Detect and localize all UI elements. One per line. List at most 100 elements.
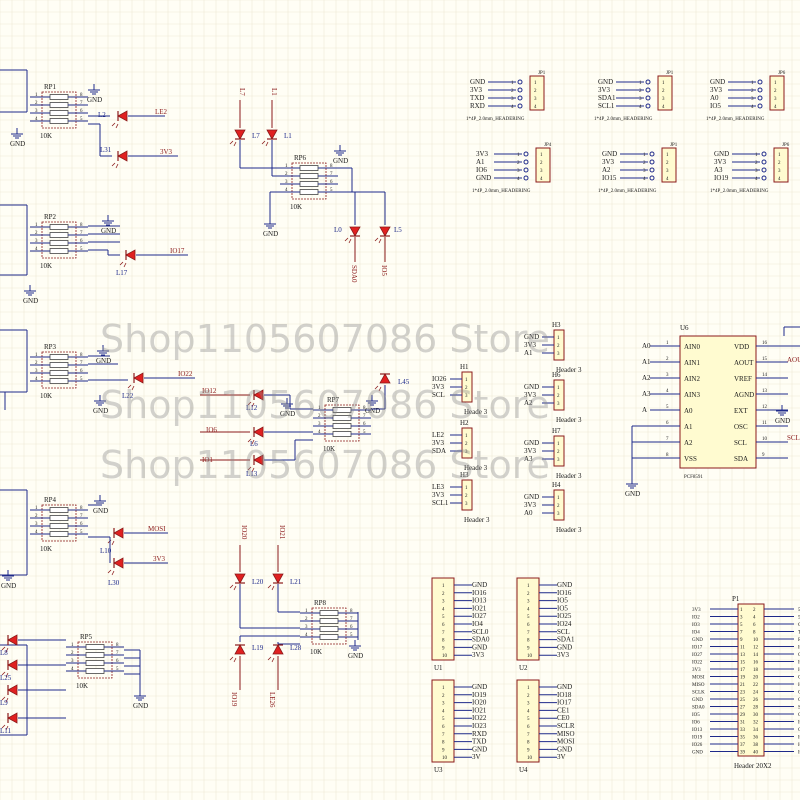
pin-number: 29 (740, 713, 746, 718)
jp-3 (757, 75, 785, 111)
header-pin-net: 3V3 (692, 668, 701, 673)
header-ref: H6 (552, 371, 561, 379)
pin-number: 26 (753, 698, 759, 703)
ground-symbol (349, 640, 361, 651)
header-pin-net: MOSI (557, 738, 575, 746)
led-ray (5, 647, 9, 653)
led-ray (267, 656, 272, 661)
header-pin-net: SC (798, 706, 800, 711)
resnet-outline (324, 404, 360, 442)
pin-number: 16 (753, 661, 759, 666)
header-pin-net: 3V3 (476, 150, 489, 158)
led-left-column (1, 684, 18, 703)
led-ray (115, 123, 119, 129)
pin-number: 1 (35, 93, 38, 98)
header-pin-net: GN (798, 653, 800, 658)
led-triangle (7, 684, 18, 696)
pin-number: 1 (557, 336, 560, 341)
header-pin-net: IO (798, 751, 800, 756)
led-ray (107, 569, 112, 574)
pin-number: 4 (517, 177, 520, 182)
ground-symbol (11, 128, 23, 139)
header-pin-net: GN (798, 623, 800, 628)
header-pin-net: 3V3 (432, 383, 445, 391)
pin-number: 5 (527, 615, 530, 620)
pin-number: 9 (442, 646, 445, 651)
pin-dot (649, 151, 655, 157)
header-pin-net: 3V (472, 753, 481, 761)
header-pin-net: RX (798, 638, 800, 643)
watermark-text: Shop1105607086 Store (100, 317, 550, 361)
header-pin-net: GND (692, 698, 703, 703)
led-ray (247, 466, 252, 471)
header-ref: H4 (552, 481, 561, 489)
pin-number: 5 (330, 188, 333, 193)
pin-dot (645, 95, 651, 101)
pin-number: 24 (753, 691, 759, 696)
pin-number: 3 (557, 352, 560, 357)
pin-number: 6 (527, 623, 530, 628)
pin-number: 3 (662, 97, 665, 102)
pin-number: 8 (442, 741, 445, 746)
pin-number: 1 (540, 153, 543, 158)
pin-number: 40 (753, 751, 759, 756)
header-caption: 1*4P_2.0mm_HEADERING (598, 189, 657, 194)
pin-dot (517, 79, 523, 85)
ground-label: GND (625, 490, 640, 498)
header-pin-net: LE2 (432, 431, 445, 439)
jp-6 (761, 147, 789, 183)
pin-number: 3 (511, 97, 514, 102)
header-pin-net: 3V3 (602, 158, 615, 166)
pin-number: 1 (442, 686, 445, 691)
header-pin-net: A0 (524, 509, 533, 517)
pin-number: 39 (740, 751, 746, 756)
led-ref: L11 (0, 727, 12, 735)
pin-number: 18 (753, 668, 759, 673)
pin-number: 1 (527, 686, 530, 691)
jp-1 (517, 75, 545, 111)
resistor-element (49, 507, 69, 513)
header-pin-net: GND (472, 745, 487, 753)
led-ray (123, 262, 127, 268)
net-label: SDA0 (350, 265, 358, 283)
pin-number: 6 (350, 625, 353, 630)
pin-number: 8 (753, 631, 756, 636)
header-pin-net: SCL (557, 628, 570, 636)
watermark-text: Shop1105607086 Store (100, 383, 550, 427)
header-ref: H7 (552, 427, 561, 435)
header-caption: 1*4P_2.0mm_HEADERING (710, 189, 769, 194)
resnet-ref: RP2 (44, 213, 57, 221)
pin-number: 10 (442, 756, 448, 761)
led-ref: L7 (252, 132, 260, 140)
led-l31 (111, 150, 128, 169)
led-triangle (125, 249, 136, 261)
resnet-ref: RP8 (314, 599, 327, 607)
pin-number: 4 (527, 709, 530, 714)
header-pin-net: IO19 (472, 691, 487, 699)
led-ray (271, 657, 275, 663)
pin-number: 13 (762, 389, 768, 394)
led-ray (348, 238, 352, 244)
ground-label: GND (775, 417, 790, 425)
resistor-element (85, 644, 105, 650)
header-pin-net: 3V3 (524, 341, 537, 349)
resistor-element (85, 652, 105, 658)
pin-number: 3 (527, 702, 530, 707)
header-body (516, 577, 540, 661)
header-pin-net: IO16 (557, 589, 572, 597)
led-triangle (253, 454, 264, 466)
resistor-element (49, 240, 69, 246)
chip-pin-name: VREF (734, 375, 752, 383)
led-l17 (119, 249, 136, 268)
pin-number: 8 (80, 223, 83, 228)
pin-number: 1 (318, 406, 321, 411)
header-pin-net: GND (710, 78, 725, 86)
pin-number: 5 (80, 117, 83, 122)
pin-number: 30 (753, 713, 759, 718)
pin-number: 5 (80, 530, 83, 535)
resistor-element (299, 165, 319, 171)
pin-number: 16 (762, 341, 768, 346)
net-label: LE2 (155, 108, 168, 116)
pin-number: 1 (643, 153, 646, 158)
header-pin-net: 3V3 (524, 447, 537, 455)
